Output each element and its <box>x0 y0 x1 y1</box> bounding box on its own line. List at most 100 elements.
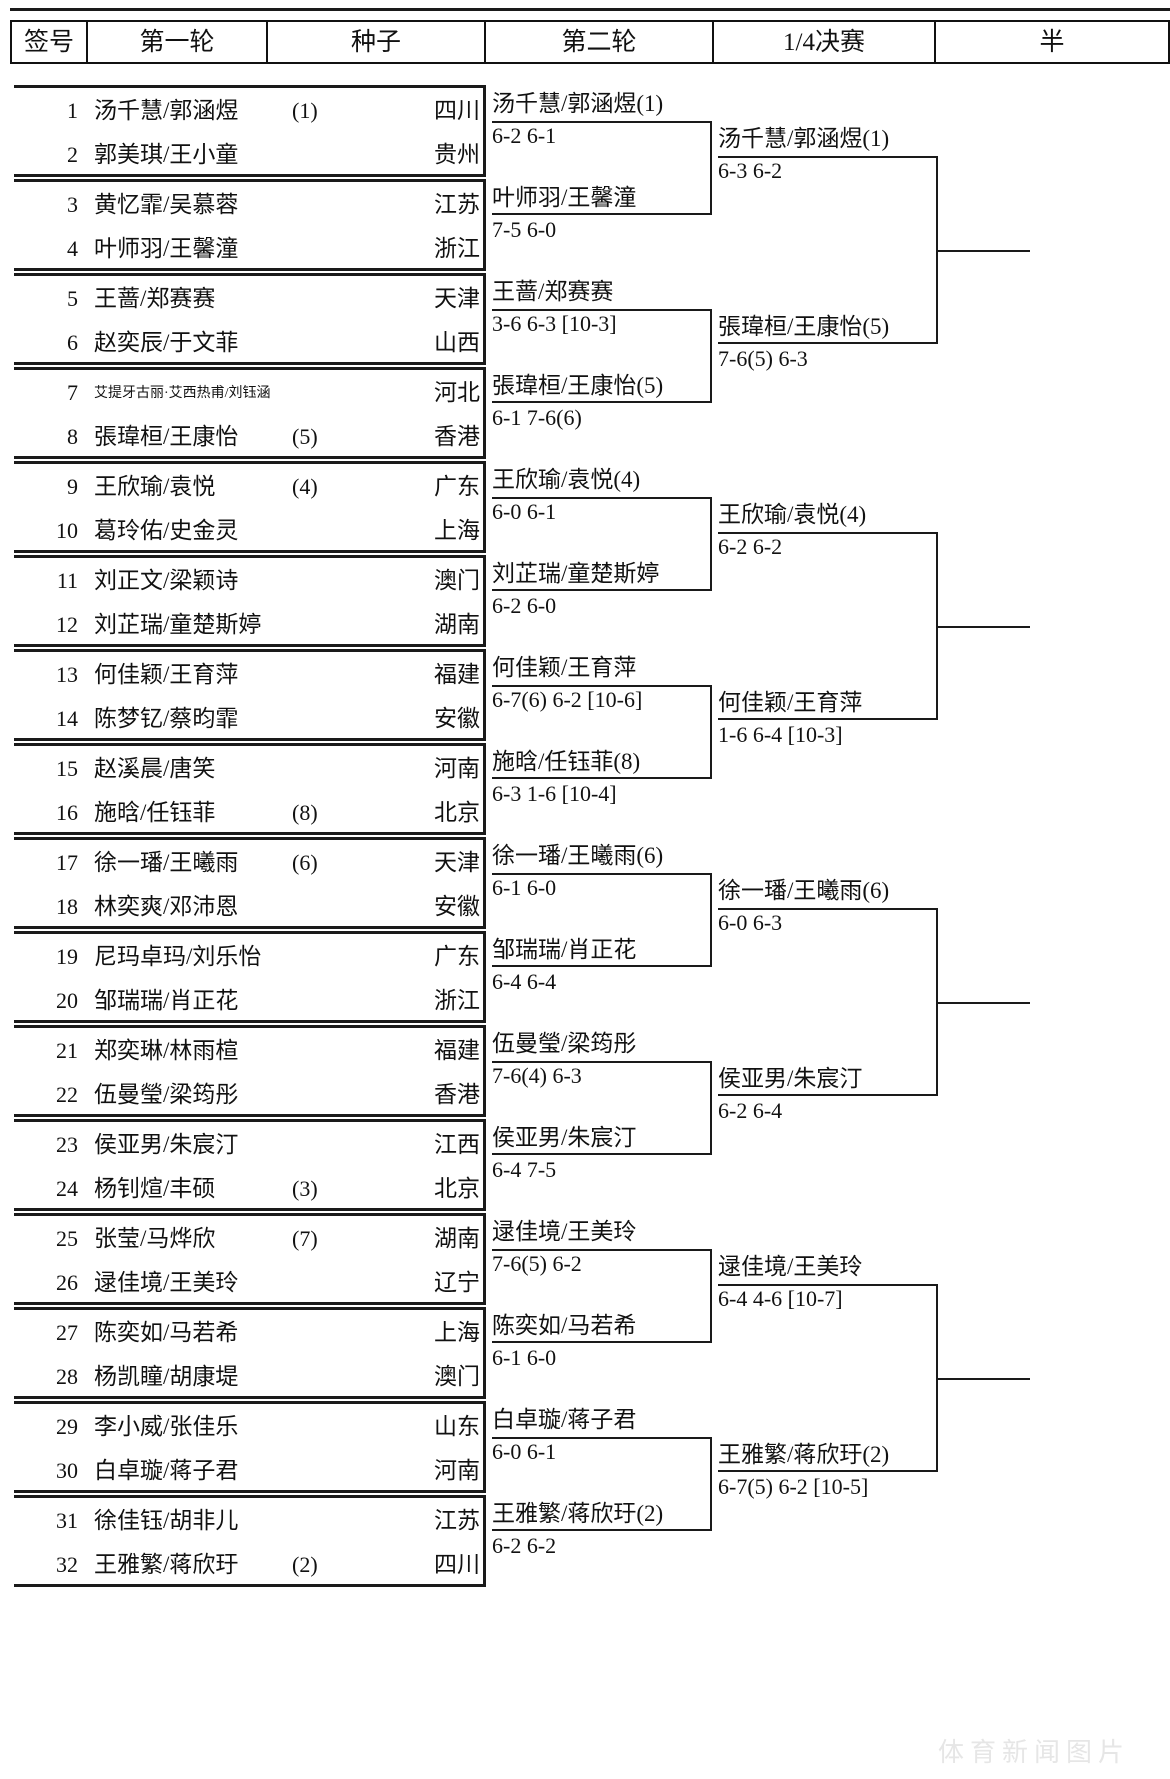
draw-number: 24 <box>56 1176 78 1201</box>
province-label: 安徽 <box>434 894 480 919</box>
column-header-3: 种子 <box>268 22 486 64</box>
quarterfinal-connector <box>718 532 938 720</box>
round2-score: 6-2 6-0 <box>492 593 557 618</box>
player-pair-name: 杨凯瞳/胡康堤 <box>94 1364 239 1389</box>
player-pair-name: 郭美琪/王小童 <box>94 142 239 167</box>
round2-score: 7-6(5) 6-2 <box>492 1251 582 1276</box>
round2-winner: 張瑋桓/王康怡(5) <box>492 373 664 398</box>
round1-player-row[interactable]: 7 艾提牙古丽·艾西热甫/刘钰涵 河北 <box>14 371 486 415</box>
quarterfinal-winner: 侯亚男/朱宸汀 <box>718 1066 863 1091</box>
player-pair-name: 尼玛卓玛/刘乐怡 <box>94 944 262 969</box>
province-label: 河北 <box>434 380 480 405</box>
draw-number: 27 <box>56 1320 78 1345</box>
player-pair-name: 赵溪晨/唐笑 <box>94 756 216 781</box>
player-pair-name: 葛玲佑/史金灵 <box>94 518 239 543</box>
quarterfinal-score: 6-2 6-4 <box>718 1098 783 1123</box>
round2-connector <box>492 121 712 215</box>
draw-number: 1 <box>67 98 78 123</box>
draw-number: 8 <box>67 424 78 449</box>
semifinal-connector-stub <box>938 1378 1030 1380</box>
draw-number: 28 <box>56 1364 78 1389</box>
province-label: 天津 <box>434 850 480 875</box>
player-pair-name: 施晗/任钰菲 <box>94 800 216 825</box>
province-label: 天津 <box>434 286 480 311</box>
player-pair-name: 徐佳钰/胡非儿 <box>94 1508 239 1533</box>
draw-number: 7 <box>67 380 78 405</box>
province-label: 四川 <box>434 1552 480 1577</box>
round2-score: 6-0 6-1 <box>492 499 557 524</box>
seed-badge: (5) <box>292 424 318 449</box>
seed-badge: (4) <box>292 474 318 499</box>
province-label: 辽宁 <box>434 1270 480 1295</box>
draw-number: 13 <box>56 662 78 687</box>
round2-winner: 王蔷/郑赛赛 <box>492 279 614 304</box>
player-pair-name: 王雅繁/蒋欣玗 <box>94 1552 239 1577</box>
semifinal-connector-stub <box>938 626 1030 628</box>
semifinal-connector-stub <box>938 250 1030 252</box>
round2-connector <box>492 497 712 591</box>
draw-number: 19 <box>56 944 78 969</box>
draw-number: 16 <box>56 800 78 825</box>
player-pair-name: 何佳颖/王育萍 <box>94 662 239 687</box>
round2-winner: 王雅繁/蒋欣玗(2) <box>492 1501 664 1526</box>
round2-winner: 何佳颖/王育萍 <box>492 655 637 680</box>
player-pair-name: 艾提牙古丽·艾西热甫/刘钰涵 <box>94 386 271 401</box>
round2-winner: 陈奕如/马若希 <box>492 1313 637 1338</box>
province-label: 广东 <box>434 944 480 969</box>
draw-number: 23 <box>56 1132 78 1157</box>
draw-number: 29 <box>56 1414 78 1439</box>
player-pair-name: 杨钊煊/丰硕 <box>94 1176 216 1201</box>
round1-player-row[interactable]: 19 尼玛卓玛/刘乐怡 广东 <box>14 935 486 979</box>
player-pair-name: 赵奕辰/于文菲 <box>94 330 239 355</box>
round2-connector <box>492 1061 712 1155</box>
province-label: 山西 <box>434 330 480 355</box>
column-header-6: 半 <box>936 22 1170 64</box>
round2-score: 6-7(6) 6-2 [10-6] <box>492 687 643 712</box>
quarterfinal-winner: 逯佳境/王美玲 <box>718 1254 863 1279</box>
semifinal-connector-stub <box>938 1002 1030 1004</box>
draw-number: 4 <box>67 236 78 261</box>
quarterfinal-winner: 徐一璠/王曦雨(6) <box>718 878 890 903</box>
province-label: 广东 <box>434 474 480 499</box>
round2-winner: 白卓璇/蒋子君 <box>492 1407 637 1432</box>
draw-number: 18 <box>56 894 78 919</box>
round2-score: 7-6(4) 6-3 <box>492 1063 582 1088</box>
round2-connector <box>492 685 712 779</box>
round2-winner: 邹瑞瑞/肖正花 <box>492 937 637 962</box>
